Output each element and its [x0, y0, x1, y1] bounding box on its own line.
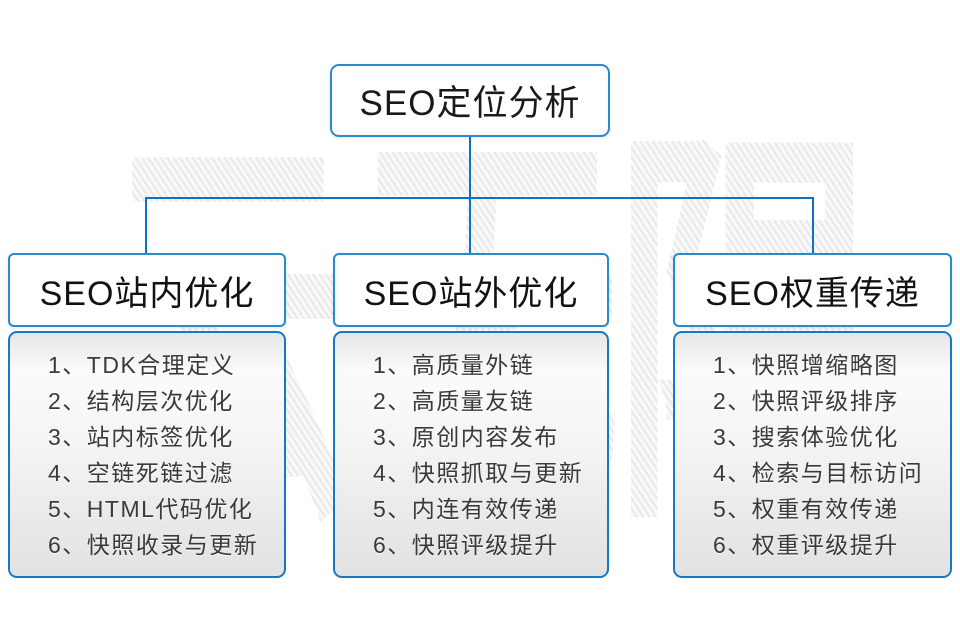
list-item: 5、HTML代码优化	[48, 496, 254, 522]
branch-weight-header: SEO权重传递	[673, 253, 952, 327]
connector-branch3-drop	[812, 197, 814, 254]
branch-offsite-title: SEO站外优化	[363, 274, 579, 313]
list-item: 5、内连有效传递	[373, 496, 559, 522]
list-item: 6、快照评级提升	[373, 532, 559, 558]
list-item: 6、权重评级提升	[713, 532, 899, 558]
connector-root-drop	[469, 136, 471, 198]
list-item: 3、搜索体验优化	[713, 424, 899, 450]
root-node-title: SEO定位分析	[359, 84, 581, 123]
list-item: 2、结构层次优化	[48, 388, 234, 414]
list-item: 6、快照收录与更新	[48, 532, 259, 558]
list-item: 4、快照抓取与更新	[373, 460, 584, 486]
list-item: 2、高质量友链	[373, 388, 535, 414]
branch-onsite-panel: 1、TDK合理定义 2、结构层次优化 3、站内标签优化 4、空链死链过滤 5、H…	[8, 331, 286, 578]
root-node: SEO定位分析	[330, 64, 610, 137]
branch-offsite-header: SEO站外优化	[333, 253, 609, 327]
branch-onsite-header: SEO站内优化	[8, 253, 286, 327]
connector-branch2-drop	[469, 197, 471, 254]
list-item: 1、高质量外链	[373, 352, 535, 378]
list-item: 1、快照增缩略图	[713, 352, 899, 378]
branch-onsite-title: SEO站内优化	[39, 274, 255, 313]
list-item: 3、站内标签优化	[48, 424, 234, 450]
branch-weight-panel: 1、快照增缩略图 2、快照评级排序 3、搜索体验优化 4、检索与目标访问 5、权…	[673, 331, 952, 578]
list-item: 5、权重有效传递	[713, 496, 899, 522]
list-item: 1、TDK合理定义	[48, 352, 236, 378]
branch-offsite-panel: 1、高质量外链 2、高质量友链 3、原创内容发布 4、快照抓取与更新 5、内连有…	[333, 331, 609, 578]
branch-weight-title: SEO权重传递	[705, 274, 920, 313]
list-item: 3、原创内容发布	[373, 424, 559, 450]
connector-horizontal-bus	[145, 197, 814, 199]
list-item: 4、空链死链过滤	[48, 460, 234, 486]
connector-branch1-drop	[145, 197, 147, 254]
list-item: 2、快照评级排序	[713, 388, 899, 414]
list-item: 4、检索与目标访问	[713, 460, 924, 486]
